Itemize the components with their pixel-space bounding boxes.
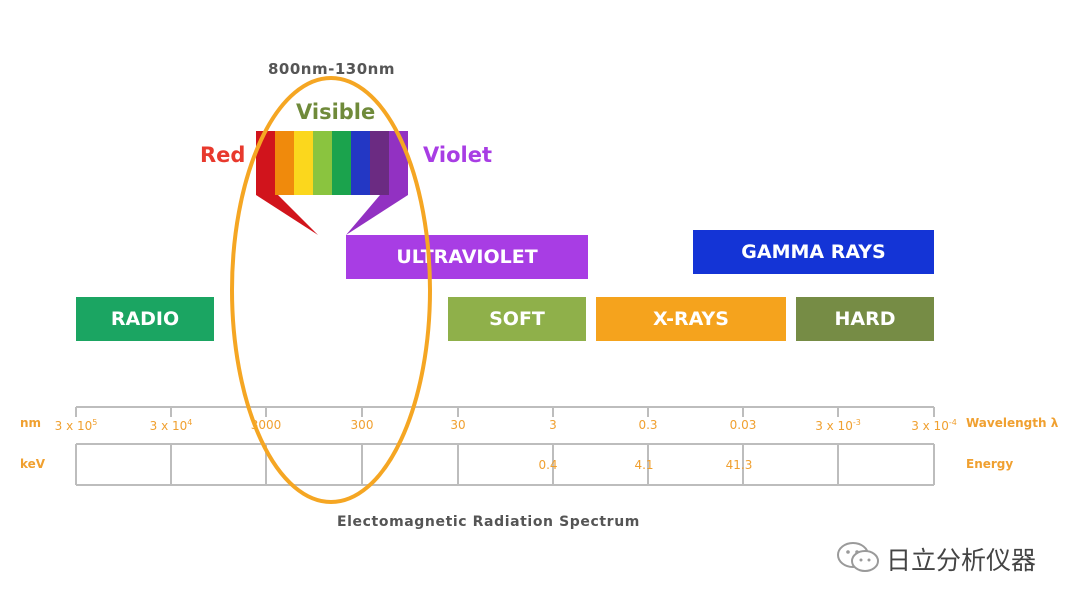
red-label: Red — [200, 143, 246, 167]
soft-xrays-band: SOFT — [448, 297, 586, 341]
ultraviolet-band: ULTRAVIOLET — [346, 235, 588, 279]
wavelength-tick-label: 3 x 10-4 — [911, 418, 957, 433]
gamma-rays-band: GAMMA RAYS — [693, 230, 934, 274]
watermark-text: 日立分析仪器 — [886, 546, 1037, 575]
funnel-left-tail — [256, 195, 318, 235]
energy-tick-label: 41.3 — [725, 458, 753, 472]
spectrum-stripe — [332, 131, 352, 195]
radio-band: RADIO — [76, 297, 214, 341]
wechat-icon — [837, 542, 879, 572]
wavelength-tick-label: 3000 — [250, 418, 282, 432]
xrays-band: X-RAYS — [596, 297, 786, 341]
energy-tick-label: 0.4 — [538, 458, 558, 472]
diagram-caption: Electomagnetic Radiation Spectrum — [337, 514, 640, 530]
spectrum-stripe — [313, 131, 333, 195]
hard-xrays-band: HARD — [796, 297, 934, 341]
wavelength-tick-label: 0.03 — [729, 418, 757, 432]
wavelength-tick-label: 3 x 105 — [54, 418, 98, 433]
energy-tick-label: 4.1 — [634, 458, 654, 472]
wavelength-label: Wavelength λ — [966, 416, 1059, 430]
nm-label: nm — [20, 416, 42, 430]
wavelength-tick-label: 3 x 10-3 — [815, 418, 861, 433]
wavelength-tick-label: 3 x 104 — [149, 418, 193, 433]
spectrum-stripe — [275, 131, 295, 195]
wavelength-tick-label: 30 — [450, 418, 466, 432]
spectrum-stripe — [351, 131, 371, 195]
visible-range-label: 800nm-130nm — [268, 60, 395, 78]
energy-label: Energy — [966, 457, 1014, 471]
spectrum-stripe — [294, 131, 314, 195]
wavelength-tick-label: 3 — [549, 418, 557, 432]
spectrum-stripe — [256, 131, 276, 195]
wavelength-tick-label: 0.3 — [638, 418, 658, 432]
spectrum-stripe — [370, 131, 390, 195]
funnel-right-tail — [346, 195, 408, 235]
visible-label: Visible — [296, 100, 376, 124]
kev-label: keV — [20, 457, 46, 471]
violet-label: Violet — [423, 143, 492, 167]
wavelength-tick-label: 300 — [350, 418, 374, 432]
